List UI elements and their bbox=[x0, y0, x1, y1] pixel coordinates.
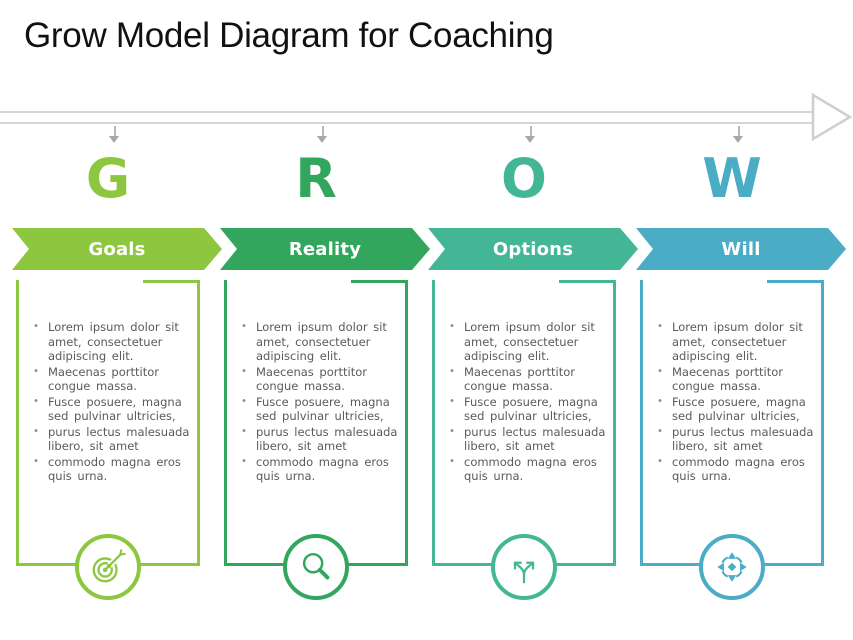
bullet-item: purus lectus malesuada libero, sit amet bbox=[447, 425, 606, 454]
grow-column-options: O Options Lorem ipsum dolor sit amet, co… bbox=[428, 0, 640, 640]
grow-column-goals: G Goals Lorem ipsum dolor sit amet, cons… bbox=[12, 0, 224, 640]
bullet-item: Fusce posuere, magna sed pulvinar ultric… bbox=[447, 395, 606, 424]
stage-banner-label: Options bbox=[492, 238, 574, 260]
down-tick-icon bbox=[530, 126, 532, 136]
down-tick-arrowhead-icon bbox=[317, 136, 327, 143]
bullet-item: purus lectus malesuada libero, sit amet bbox=[239, 425, 398, 454]
stage-card-reality: Lorem ipsum dolor sit amet, consectetuer… bbox=[224, 280, 408, 566]
grow-letter-g: G bbox=[85, 147, 131, 210]
bullet-item: purus lectus malesuada libero, sit amet bbox=[31, 425, 190, 454]
bullet-item: Maecenas porttitor congue massa. bbox=[447, 365, 606, 394]
bullet-item: Fusce posuere, magna sed pulvinar ultric… bbox=[655, 395, 814, 424]
down-tick-arrowhead-icon bbox=[525, 136, 535, 143]
bullet-list: Lorem ipsum dolor sit amet, consectetuer… bbox=[643, 280, 821, 484]
down-tick-arrowhead-icon bbox=[109, 136, 119, 143]
bullet-item: commodo magna eros quis urna. bbox=[31, 455, 190, 484]
stage-banner-reality[interactable]: Reality bbox=[220, 228, 430, 270]
icon-badge-reality bbox=[283, 534, 349, 600]
card-top-border bbox=[143, 280, 200, 283]
icon-badge-will bbox=[699, 534, 765, 600]
bullet-item: Lorem ipsum dolor sit amet, consectetuer… bbox=[655, 320, 814, 364]
stage-card-options: Lorem ipsum dolor sit amet, consectetuer… bbox=[432, 280, 616, 566]
grow-letter-r: R bbox=[295, 147, 337, 210]
bullet-item: Fusce posuere, magna sed pulvinar ultric… bbox=[239, 395, 398, 424]
branching-paths-icon bbox=[513, 561, 535, 584]
bullet-list: Lorem ipsum dolor sit amet, consectetuer… bbox=[227, 280, 405, 484]
stage-banner-options[interactable]: Options bbox=[428, 228, 638, 270]
down-tick-arrowhead-icon bbox=[733, 136, 743, 143]
magnifier-icon bbox=[302, 552, 330, 580]
bullet-item: Lorem ipsum dolor sit amet, consectetuer… bbox=[31, 320, 190, 364]
bullet-item: Fusce posuere, magna sed pulvinar ultric… bbox=[31, 395, 190, 424]
down-tick-icon bbox=[114, 126, 116, 136]
stage-banner-goals[interactable]: Goals bbox=[12, 228, 222, 270]
bullet-item: Lorem ipsum dolor sit amet, consectetuer… bbox=[447, 320, 606, 364]
bullet-item: Maecenas porttitor congue massa. bbox=[655, 365, 814, 394]
bullet-item: Maecenas porttitor congue massa. bbox=[239, 365, 398, 394]
stage-banner-label: Reality bbox=[288, 238, 362, 260]
slide-title: Grow Model Diagram for Coaching bbox=[24, 16, 554, 55]
compass-icon bbox=[717, 552, 747, 582]
bullet-item: purus lectus malesuada libero, sit amet bbox=[655, 425, 814, 454]
timeline-arrowhead-icon bbox=[811, 92, 853, 142]
card-top-border bbox=[767, 280, 824, 283]
card-top-border bbox=[351, 280, 408, 283]
bullet-list: Lorem ipsum dolor sit amet, consectetuer… bbox=[435, 280, 613, 484]
timeline-shaft bbox=[0, 111, 814, 124]
grow-letter-w: W bbox=[702, 147, 762, 210]
stage-banner-will[interactable]: Will bbox=[636, 228, 846, 270]
bullet-item: commodo magna eros quis urna. bbox=[239, 455, 398, 484]
icon-badge-options bbox=[491, 534, 557, 600]
stage-banner-label: Will bbox=[721, 238, 761, 260]
card-top-border bbox=[559, 280, 616, 283]
grow-column-reality: R Reality Lorem ipsum dolor sit amet, co… bbox=[220, 0, 432, 640]
bullet-item: commodo magna eros quis urna. bbox=[447, 455, 606, 484]
down-tick-icon bbox=[738, 126, 740, 136]
bullet-item: Maecenas porttitor congue massa. bbox=[31, 365, 190, 394]
target-arrow-icon bbox=[92, 549, 126, 583]
down-tick-icon bbox=[322, 126, 324, 136]
stage-card-goals: Lorem ipsum dolor sit amet, consectetuer… bbox=[16, 280, 200, 566]
icon-badge-goals bbox=[75, 534, 141, 600]
bullet-item: commodo magna eros quis urna. bbox=[655, 455, 814, 484]
grow-column-will: W Will Lorem ipsum dolor sit amet, conse… bbox=[636, 0, 848, 640]
bullet-list: Lorem ipsum dolor sit amet, consectetuer… bbox=[19, 280, 197, 484]
bullet-item: Lorem ipsum dolor sit amet, consectetuer… bbox=[239, 320, 398, 364]
grow-letter-o: O bbox=[501, 147, 547, 210]
stage-card-will: Lorem ipsum dolor sit amet, consectetuer… bbox=[640, 280, 824, 566]
stage-banner-label: Goals bbox=[88, 238, 146, 260]
